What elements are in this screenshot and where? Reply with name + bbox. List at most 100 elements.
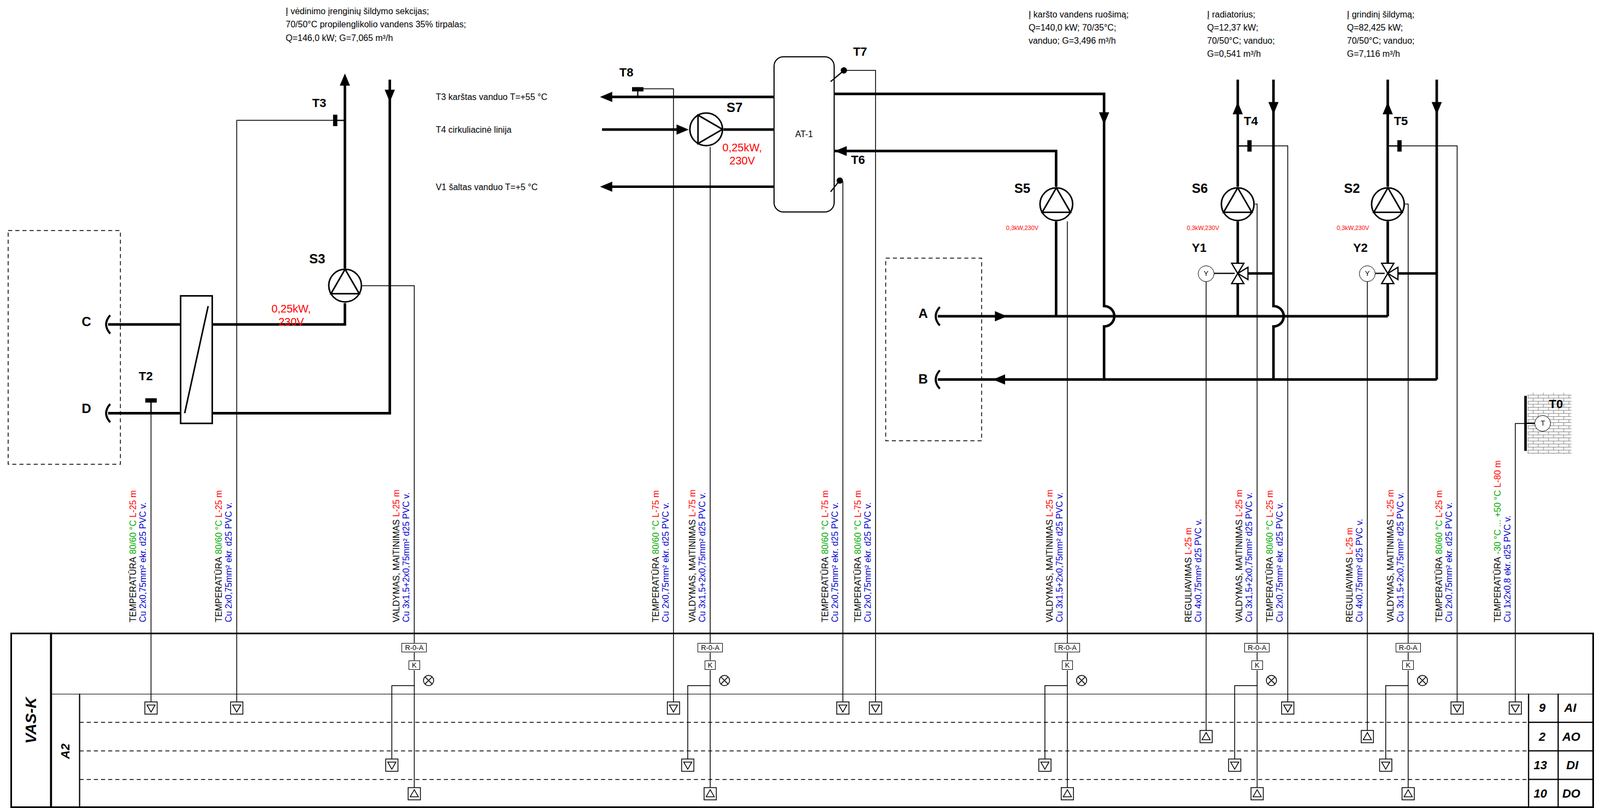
cable-label: TEMPERATŪRA80/60 °CL-25 mCu 2x0,75mm² ek… <box>128 490 149 623</box>
note-text: Į karšto vandens ruošimą; Q=140,0 kW; 70… <box>1028 8 1131 48</box>
cable-text: -30 °C ... +50 °C <box>1492 490 1503 555</box>
pump-circle <box>328 269 362 303</box>
cable-text: VALDYMAS, MAITINIMAS <box>1044 519 1055 623</box>
node-text: 0,25kW, 230V <box>722 140 763 168</box>
panel-grid <box>79 693 1594 808</box>
terminal <box>706 789 715 797</box>
tag-label: T2 <box>138 369 153 384</box>
tag-label: S3 <box>309 251 326 268</box>
cable-connector <box>1255 204 1258 643</box>
cable-spec: Cu 3x1,5+2x0,75mm² d25 PVC v. <box>1054 492 1065 623</box>
cable-text: L-25 m <box>1183 527 1194 556</box>
cable-wire <box>414 670 415 788</box>
control-box: R-0-A <box>1054 642 1080 653</box>
tag-label: S2 <box>1343 180 1360 197</box>
cable-line: REGULIAVIMASL-25 m <box>1344 518 1355 623</box>
cable-text: 80/60 °C <box>820 520 830 555</box>
terminal <box>1381 762 1390 770</box>
pipe <box>1054 221 1058 317</box>
cable-label: TEMPERATŪRA80/60 °CL-25 mCu 2x0,75mm² ek… <box>214 490 235 623</box>
cable-spec: Cu 2x0,75mm² ekr. d25 PVC v. <box>138 502 149 623</box>
cable-wire <box>1407 670 1409 788</box>
tag-label: T7 <box>853 44 868 59</box>
terminal <box>1230 762 1239 770</box>
cable-label: TEMPERATŪRA80/60 °CL-25 mCu 2x0,75mm² ek… <box>1434 490 1455 623</box>
pump-circle <box>1220 186 1256 222</box>
cable-wire <box>1385 685 1409 759</box>
temperature-sensor <box>841 67 847 73</box>
cable-label: TEMPERATŪRA80/60 °CL-75 mCu 2x0,75mm² ek… <box>820 490 841 623</box>
cable-label: REGULIAVIMASL-25 mCu 4x0,75mm² d25 PVC v… <box>1183 518 1204 623</box>
pump-symbol: S20,3kW,230V <box>1370 186 1406 222</box>
note-text: 70/50°C propilenglikolio vandens 35% tir… <box>285 19 466 30</box>
node-text: 0,25kW, 230V <box>271 302 311 329</box>
cable-text: VALDYMAS, MAITINIMAS <box>1385 519 1396 623</box>
flow-arrow <box>993 374 1006 385</box>
cable-line: Cu 4x0,75mm² d25 PVC v. <box>1354 518 1365 623</box>
note-text: Į radiatorius; Q=12,37 kW; 70/50°C; vand… <box>1207 8 1289 61</box>
temperature-sensor <box>145 398 157 403</box>
cable-connector <box>1256 652 1259 660</box>
node-text: 0,3kW,230V <box>1006 224 1039 232</box>
signal-lamp <box>1267 676 1275 684</box>
node-text: K <box>707 660 713 670</box>
three-way-valve <box>1214 263 1398 284</box>
temperature-sensor <box>632 87 643 92</box>
cable-wire <box>841 181 843 702</box>
cable-text: REGULIAVIMAS <box>1183 557 1194 623</box>
node-text: 0,3kW,230V <box>1186 224 1219 232</box>
cable-text: L-25 m <box>1434 490 1444 518</box>
tag-label: T5 <box>1394 114 1409 129</box>
pump-triangle <box>1041 187 1071 213</box>
terminal <box>387 762 397 770</box>
terminal <box>144 701 157 714</box>
signal-lamp <box>423 675 434 686</box>
cable-text: TEMPERATŪRA <box>128 557 138 623</box>
cable-text: TEMPERATŪRA <box>214 557 224 623</box>
cable-connector <box>1366 281 1368 695</box>
heat-exchanger <box>184 305 209 413</box>
cable-connector <box>1404 204 1409 643</box>
pipe-end <box>105 306 940 423</box>
terminal <box>1200 730 1213 743</box>
terminal <box>1253 789 1262 797</box>
cable-line: Cu 3x1,5+2x0,75mm² d25 PVC v. <box>1054 489 1065 623</box>
tag-label: T4 <box>1243 114 1259 129</box>
cable-spec: Cu 2x0,75mm² ekr. d25 PVC v. <box>863 502 873 623</box>
cable-line: Cu 2x0,75mm² ekr. d25 PVC v. <box>224 490 235 623</box>
cable-wire <box>709 670 711 788</box>
tag-label: Y1 <box>1191 240 1207 256</box>
cable-spec: Cu 2x0,75mm² ekr. d25 PVC v. <box>224 502 234 623</box>
cable-text: 80/60 °C <box>1265 520 1275 555</box>
node-text: A2 <box>57 743 73 759</box>
pump-symbol: S50,3kW,230V <box>1038 186 1074 222</box>
cable-line: Cu 3x1,5+2x0,75mm² d25 PVC v. <box>698 489 708 623</box>
cable-text: TEMPERATŪRA <box>651 557 661 623</box>
pipe <box>108 79 391 414</box>
terminal <box>1281 701 1294 714</box>
terminal <box>1510 704 1520 712</box>
cable-wire <box>391 685 415 759</box>
signal-lamp <box>1417 675 1428 686</box>
cable-line: Cu 4x0,75mm² d25 PVC v. <box>1193 518 1204 623</box>
cable-text: L-25 m <box>214 490 224 518</box>
terminal <box>1283 704 1292 712</box>
io-count: 13 <box>1533 758 1548 773</box>
node-text: R-0-A <box>404 643 424 653</box>
cable-text: L-25 m <box>1234 489 1244 518</box>
cable-spec: Cu 4x0,75mm² d25 PVC v. <box>1354 518 1365 623</box>
panel-grid <box>50 632 1594 808</box>
io-band: A2 <box>50 693 1594 808</box>
cable-wire <box>1234 685 1257 759</box>
flow-arrow <box>1099 111 1110 125</box>
pump-circle <box>327 268 363 304</box>
cable-text: L-25 m <box>1385 489 1396 518</box>
dashed-boundary <box>885 257 982 441</box>
actuator-circle: T0T <box>1534 415 1551 432</box>
tag-label: Y2 <box>1353 240 1368 256</box>
pipe-connector <box>723 128 774 132</box>
cable-text: L-25 m <box>391 489 401 518</box>
signal-lamp <box>424 676 433 684</box>
terminal <box>869 701 882 714</box>
